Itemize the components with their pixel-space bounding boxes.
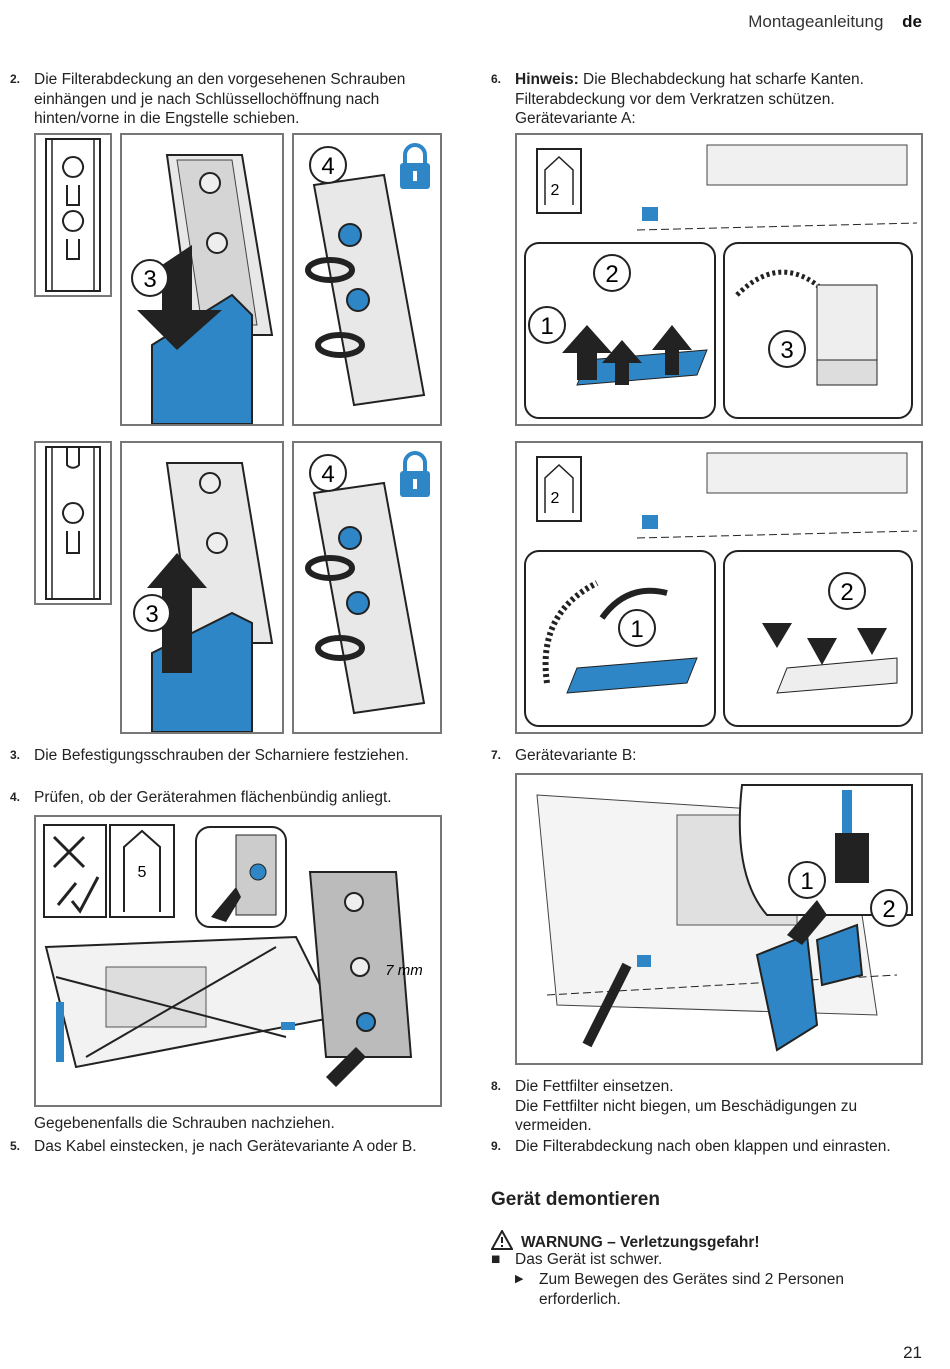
screwdriver-check-icon <box>56 876 100 914</box>
keyhole-slot-figure-2 <box>34 441 112 605</box>
step-label-2c: 2 <box>840 579 853 606</box>
tool-label-2: 2 <box>551 182 560 199</box>
step-label-4: 4 <box>321 153 334 180</box>
warning-label: WARNUNG – Verletzungsgefahr! <box>491 1230 760 1252</box>
warning-item: ■ Das Gerät ist schwer. <box>491 1250 921 1270</box>
step-number: 8. <box>491 1079 502 1093</box>
step-9: 9. Die Filterabdeckung nach oben klappen… <box>491 1137 921 1157</box>
step-text: Die Befestigungsschrauben der Scharniere… <box>34 747 409 764</box>
step-text: Die Filterabdeckung an den vorgesehenen … <box>34 71 406 127</box>
dimension-label: 7 mm <box>385 962 423 979</box>
keyhole-slot-figure <box>34 133 112 297</box>
step-text: Gegebenenfalls die Schrauben nachziehen. <box>34 1115 335 1132</box>
step-label-1: 1 <box>540 313 553 340</box>
step-6: 6. Hinweis: Die Blechabdeckung hat schar… <box>491 70 921 129</box>
bullet-square-icon: ■ <box>491 1251 501 1268</box>
step-number: 7. <box>491 748 502 762</box>
step-5: 5. Das Kabel einstecken, je nach Gerätev… <box>10 1137 440 1157</box>
lock-icon <box>400 451 430 497</box>
warning-icon <box>491 1230 513 1250</box>
hint-label: Hinweis: <box>515 71 579 88</box>
header-title: Montageanleitung <box>748 12 884 31</box>
warning-action-text: Zum Bewegen des Gerätes sind 2 Personen … <box>539 1271 845 1308</box>
variant-a-remove-cover-figure: 2 1 2 3 <box>515 133 923 426</box>
page-header: Montageanleitung de <box>748 12 922 32</box>
step-number: 9. <box>491 1139 502 1153</box>
section-heading: Gerät demontieren <box>491 1189 660 1210</box>
step-label-3b: 3 <box>145 601 158 628</box>
step-number: 6. <box>491 72 502 86</box>
step-7: 7. Gerätevariante B: <box>491 746 921 766</box>
step-label-3: 3 <box>780 337 793 364</box>
step-4-note: Gegebenenfalls die Schrauben nachziehen. <box>10 1114 440 1134</box>
step-label-2: 2 <box>605 261 618 288</box>
step-number: 2. <box>10 72 21 86</box>
bullet-triangle-icon: ▶ <box>515 1273 524 1285</box>
tool-label-2b: 2 <box>551 490 560 507</box>
warning-action: ▶ Zum Bewegen des Gerätes sind 2 Persone… <box>515 1270 921 1309</box>
variant-a-refit-cover-figure: 2 1 2 <box>515 441 923 734</box>
step-label-1c: 1 <box>800 868 813 895</box>
variant-b-plug-figure: 1 2 <box>515 773 923 1065</box>
step-text: Hinweis: Die Blechabdeckung hat scharfe … <box>515 70 921 129</box>
step-number: 3. <box>10 748 21 762</box>
step-label-3: 3 <box>143 266 156 293</box>
step-3: 3. Die Befestigungsschrauben der Scharni… <box>10 746 440 766</box>
step-label-2d: 2 <box>882 896 895 923</box>
hint-text: Die Blechabdeckung hat scharfe Kanten. F… <box>515 71 864 127</box>
step-text-line: Die Fettfilter nicht biegen, um Beschädi… <box>515 1097 858 1135</box>
step-text: Die Fettfilter einsetzen. Die Fettfilter… <box>515 1077 921 1136</box>
header-language: de <box>902 12 922 31</box>
step-label-1b: 1 <box>630 616 643 643</box>
step-4: 4. Prüfen, ob der Geräterahmen flächenbü… <box>10 788 440 808</box>
lock-icon <box>400 143 430 189</box>
step-label-4b: 4 <box>321 461 334 488</box>
step-8: 8. Die Fettfilter einsetzen. Die Fettfil… <box>491 1077 921 1136</box>
hinge-figure-push-forward: 3 <box>120 441 284 734</box>
step-number: 4. <box>10 790 21 804</box>
page-number: 21 <box>903 1343 922 1362</box>
step-text: Gerätevariante B: <box>515 747 637 764</box>
step-text: Prüfen, ob der Geräterahmen flächenbündi… <box>34 789 392 806</box>
step-text-line: Die Fettfilter einsetzen. <box>515 1078 674 1095</box>
warning-item-text: Das Gerät ist schwer. <box>515 1251 663 1268</box>
step-text: Die Filterabdeckung nach oben klappen un… <box>515 1138 891 1155</box>
warning-text: WARNUNG – Verletzungsgefahr! <box>521 1234 760 1251</box>
frame-flush-figure: 5 7 mm <box>34 815 442 1107</box>
step-text: Das Kabel einstecken, je nach Gerätevari… <box>34 1138 417 1155</box>
tool-label-5: 5 <box>138 864 147 881</box>
cross-icon <box>52 835 86 869</box>
hinge-figure-push-back: 3 <box>120 133 284 426</box>
hinge-lock-figure-2: 4 <box>292 441 442 734</box>
hinge-lock-figure: 4 <box>292 133 442 426</box>
step-2: 2. Die Filterabdeckung an den vorgesehen… <box>10 70 440 129</box>
step-number: 5. <box>10 1139 21 1153</box>
